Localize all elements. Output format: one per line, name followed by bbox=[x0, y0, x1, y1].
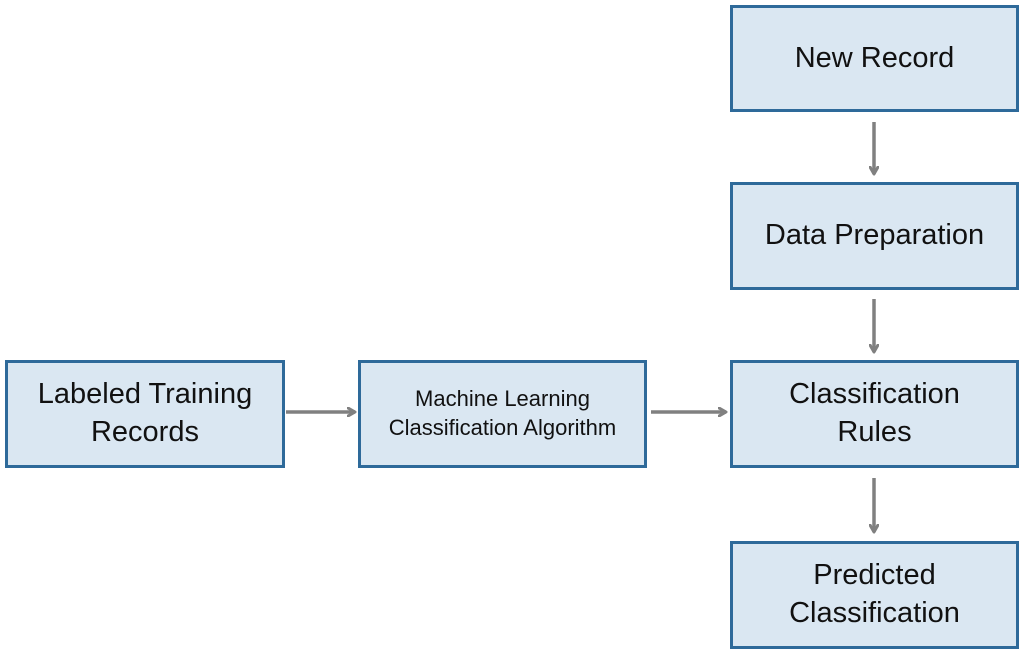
node-labeled-training-records: Labeled Training Records bbox=[5, 360, 285, 468]
node-classification-rules: Classification Rules bbox=[730, 360, 1019, 468]
node-label: Rules bbox=[837, 416, 912, 448]
node-label: New Record bbox=[794, 41, 955, 74]
node-data-preparation: Data Preparation bbox=[730, 182, 1019, 290]
node-label: Machine Learning bbox=[415, 386, 590, 412]
node-label: Predicted bbox=[813, 559, 936, 592]
node-new-record: New Record bbox=[730, 5, 1019, 112]
node-ml-classification-algorithm: Machine Learning Classification Algorith… bbox=[358, 360, 647, 468]
node-label: Classification bbox=[789, 378, 960, 411]
node-label: Data Preparation bbox=[764, 219, 985, 252]
node-label: Records bbox=[90, 416, 199, 448]
node-label: Labeled Training bbox=[37, 378, 253, 411]
node-predicted-classification: Predicted Classification bbox=[730, 541, 1019, 649]
node-label: Classification bbox=[789, 597, 960, 629]
node-label: Classification Algorithm bbox=[388, 415, 617, 440]
